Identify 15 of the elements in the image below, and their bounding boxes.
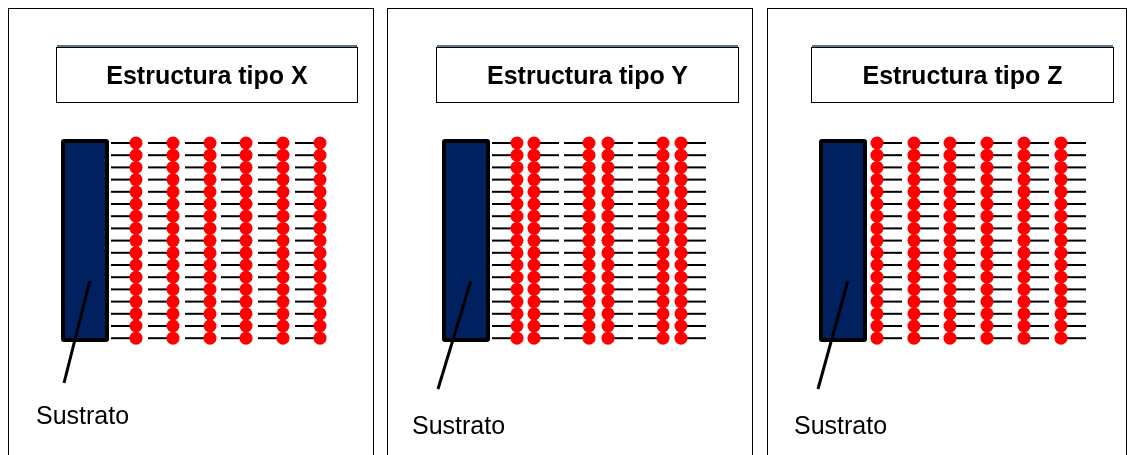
leader-line bbox=[62, 280, 92, 384]
leader-line bbox=[436, 280, 473, 390]
title-box: Estructura tipo Z bbox=[811, 47, 1114, 103]
title-box: Estructura tipo Y bbox=[436, 47, 739, 103]
substrate-block bbox=[442, 139, 490, 342]
substrate-block bbox=[61, 139, 109, 342]
panel-frame bbox=[8, 8, 374, 455]
substrate-label: Sustrato bbox=[36, 401, 130, 430]
panel-frame bbox=[387, 8, 753, 455]
substrate-label: Sustrato bbox=[794, 411, 888, 440]
substrate-label: Sustrato bbox=[412, 411, 506, 440]
panel-frame bbox=[767, 8, 1127, 455]
title-box: Estructura tipo X bbox=[56, 47, 358, 103]
substrate-block bbox=[819, 139, 867, 342]
leader-line bbox=[816, 280, 850, 390]
